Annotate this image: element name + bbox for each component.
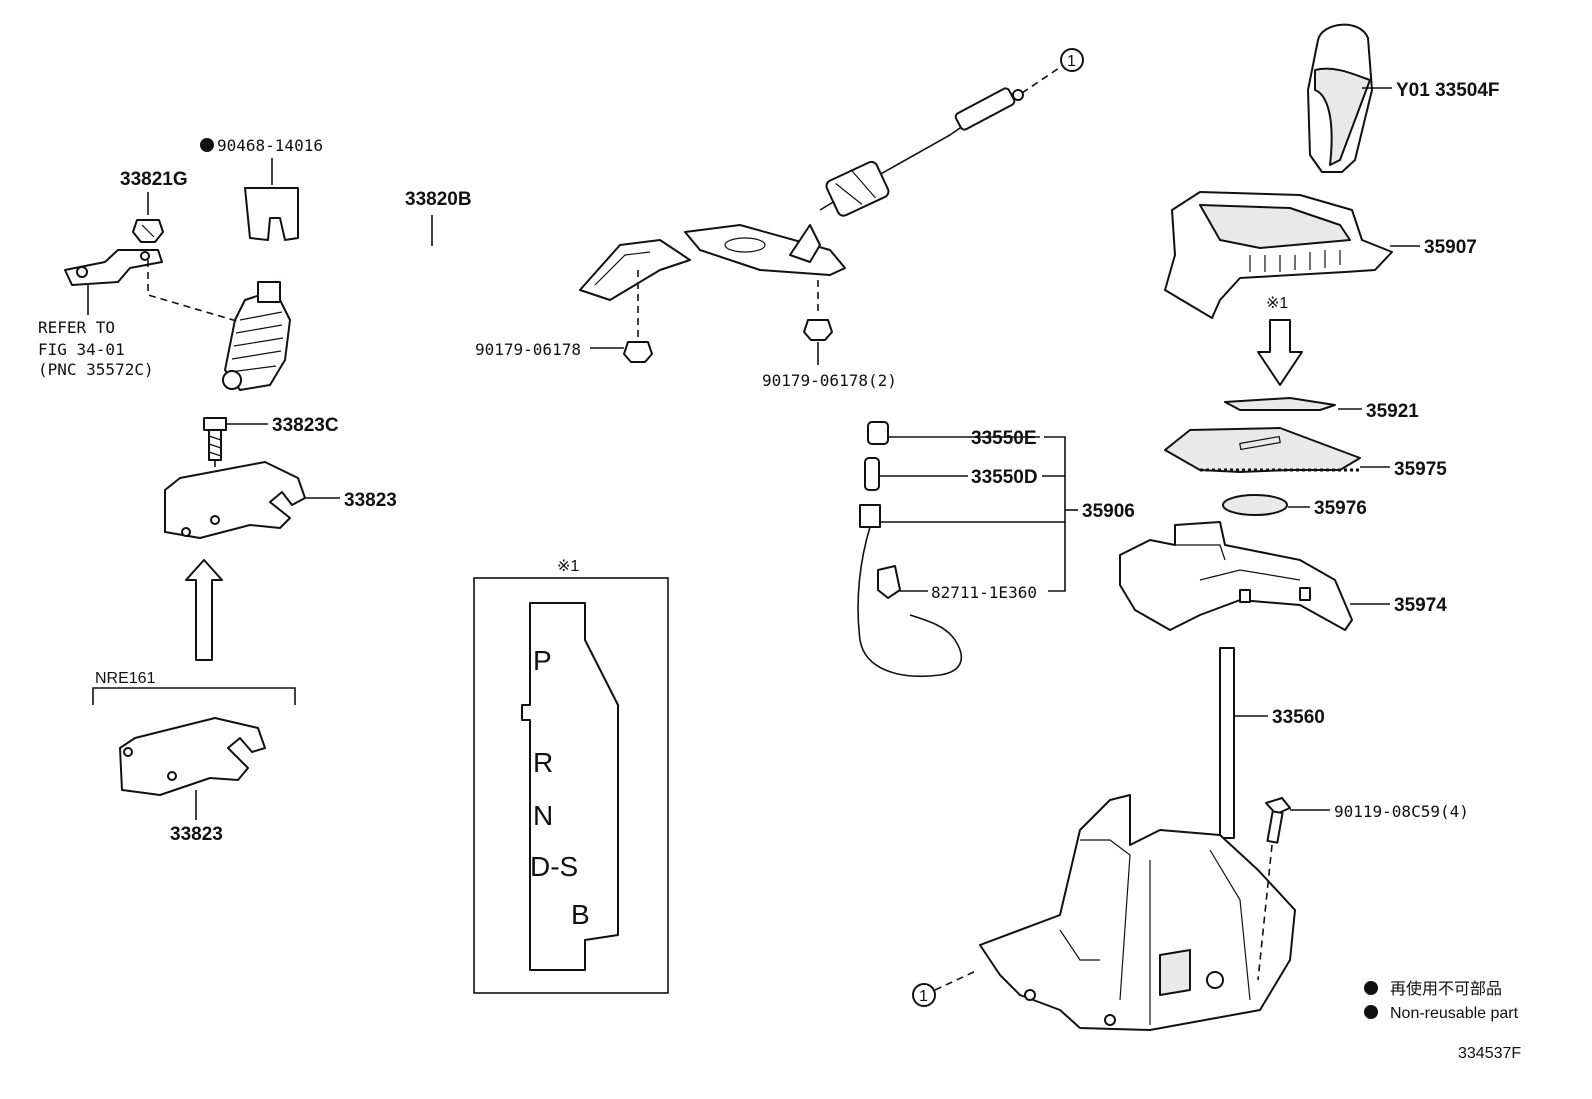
refer-line-2: FIG 34-01 xyxy=(38,340,125,359)
label-35976: 35976 xyxy=(1314,498,1367,519)
bracket-33823-top: 33823 xyxy=(164,461,397,539)
label-33823-bottom: 33823 xyxy=(170,824,223,845)
label-33820b: 33820B xyxy=(405,189,472,210)
label-90119: 90119-08C59(4) xyxy=(1334,802,1469,821)
gate-pos-b: B xyxy=(571,899,590,930)
legend-en: Non-reusable part xyxy=(1390,1005,1519,1022)
label-35906: 35906 xyxy=(1082,501,1135,522)
callout-1-text: 1 xyxy=(1067,53,1076,70)
label-90179-a: 90179-06178 xyxy=(475,340,581,359)
plate-35921: 35921 xyxy=(1224,397,1419,422)
arrow-down-icon: ※1 xyxy=(1257,295,1303,386)
bolt-90119: 90119-08C59(4) xyxy=(1257,797,1469,981)
gate-pos-r: R xyxy=(533,747,553,778)
variant-nre161: NRE161 33823 xyxy=(92,670,296,845)
label-82711: 82711-1E360 xyxy=(931,583,1037,602)
indicator-housing: 35907 xyxy=(1164,191,1477,319)
label-33550e: 33550E xyxy=(971,428,1037,449)
refer-line-3: (PNC 35572C) xyxy=(38,360,154,379)
label-35975: 35975 xyxy=(1394,459,1447,480)
callout-1-top: 1 xyxy=(1021,48,1084,94)
gate-panel: ※1 P R N D-S B xyxy=(473,558,669,994)
label-33550d: 33550D xyxy=(971,467,1038,488)
label-35907: 35907 xyxy=(1424,237,1477,258)
label-35974: 35974 xyxy=(1394,595,1447,616)
label-33823c: 33823C xyxy=(272,415,339,436)
plate-35976: 35976 xyxy=(1222,494,1367,519)
arrow-up-icon xyxy=(185,559,223,661)
clip-90468: 90468-14016 xyxy=(200,136,323,241)
figure-id: 334537F xyxy=(1458,1045,1521,1062)
plate-35975: 35975 xyxy=(1164,427,1447,480)
label-90468: 90468-14016 xyxy=(217,136,323,155)
nut-90179-a: 90179-06178 xyxy=(475,270,653,363)
label-33823-top: 33823 xyxy=(344,490,397,511)
label-35921: 35921 xyxy=(1366,401,1419,422)
gate-pos-n: N xyxy=(533,800,553,831)
gate-pos-d-s: D-S xyxy=(530,851,578,882)
shift-cable: 33820B xyxy=(222,87,1024,391)
wiring-35906: 33550E 33550D 35906 82711-1E360 xyxy=(857,421,1135,678)
callout-1-bottom: 1 xyxy=(912,969,979,1007)
legend-dot-icon xyxy=(1364,1005,1378,1019)
nut-33821g: 33821G xyxy=(120,169,188,243)
gate-panel-title: ※1 xyxy=(557,558,579,575)
label-33821g: 33821G xyxy=(120,169,188,190)
label-y01: Y01 33504F xyxy=(1396,80,1500,101)
non-reusable-dot xyxy=(200,138,214,152)
gate-pos-p: P xyxy=(533,645,552,676)
label-nre161: NRE161 xyxy=(95,670,156,687)
shift-knob: Y01 33504F xyxy=(1307,23,1500,173)
label-33560: 33560 xyxy=(1272,707,1325,728)
nut-90179-b: 90179-06178(2) xyxy=(762,280,897,390)
legend-dot-icon xyxy=(1364,981,1378,995)
label-90179-b: 90179-06178(2) xyxy=(762,371,897,390)
legend: 再使用不可部品 Non-reusable part xyxy=(1364,980,1519,1022)
cover-35974: 35974 xyxy=(1119,521,1447,631)
note-mark-right: ※1 xyxy=(1266,295,1288,312)
callout-1b-text: 1 xyxy=(919,988,928,1005)
cable-adjuster xyxy=(825,87,1024,217)
refer-line-1: REFER TO xyxy=(38,318,115,337)
legend-jp: 再使用不可部品 xyxy=(1390,980,1502,998)
bracket-refer: REFER TO FIG 34-01 (PNC 35572C) xyxy=(38,249,241,379)
shift-lever-base: 33560 xyxy=(979,647,1325,1031)
cable-boot xyxy=(222,281,291,391)
